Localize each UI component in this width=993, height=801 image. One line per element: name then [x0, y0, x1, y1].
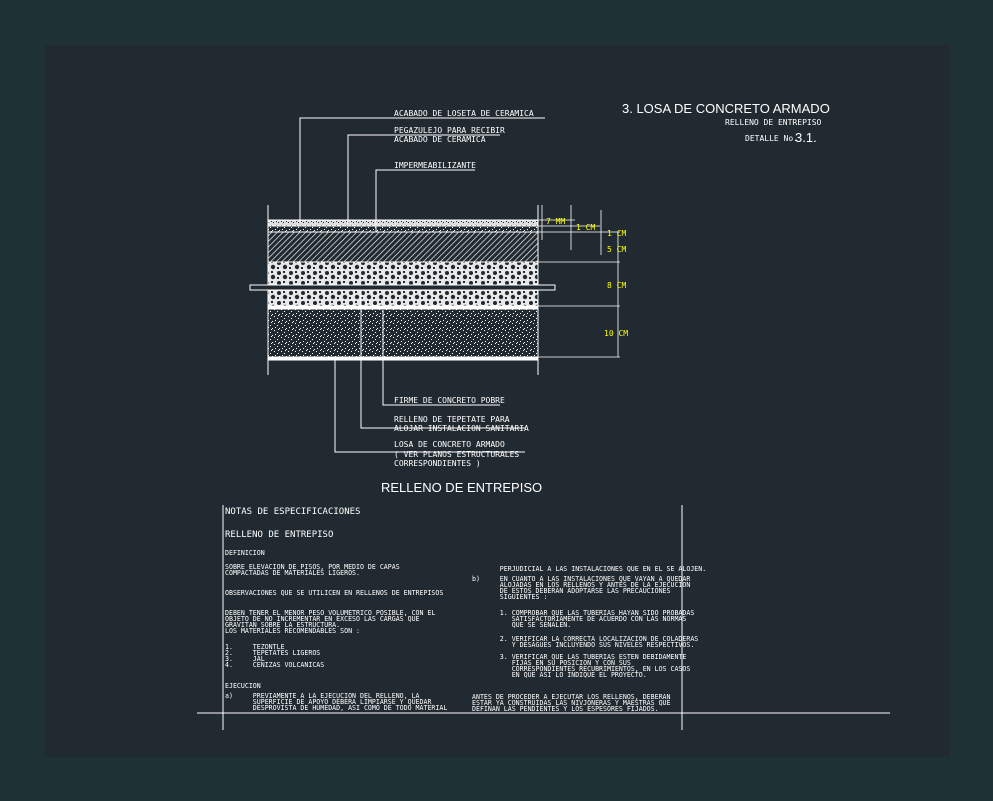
note-line: EN QUE ASI LO INDIQUE EL PROYECTO. — [472, 671, 647, 679]
note-line: GRAVITAN SOBRE LA ESTRUCTURA. — [225, 621, 340, 629]
note-line: DE ESTOS DEBERAN ADOPTARSE LAS PRECAUCIO… — [472, 587, 671, 595]
concrete-firm-layer — [267, 231, 539, 263]
drawing-title: RELLENO DE ENTREPISO — [381, 480, 542, 495]
tepetate-fill-layer — [267, 261, 539, 307]
notes-frame — [197, 505, 890, 730]
adhesive-layer — [267, 225, 539, 233]
note-line: a) PREVIAMENTE A LA EJECUCION DEL RELLEN… — [225, 692, 420, 700]
note-line: ANTES DE PROCEDER A EJECUTAR LOS RELLENO… — [472, 693, 671, 701]
note-line: 1. COMPROBAR QUE LAS TUBERIAS HAYAN SIDO… — [472, 609, 694, 617]
dimension-lines — [538, 205, 620, 358]
note-line: QUE SE SEÑALEN. — [472, 620, 571, 629]
notes-heading: NOTAS DE ESPECIFICACIONES — [225, 507, 360, 517]
note-line: 2. VERIFICAR LA CORRECTA LOCALIZACION DE… — [472, 635, 698, 643]
label-slab-1: LOSA DE CONCRETO ARMADO — [394, 440, 505, 449]
detail-label: DETALLE No. — [745, 134, 798, 143]
notes-right-column: PERJUDICIAL A LAS INSTALACIONES QUE EN E… — [472, 565, 706, 713]
label-slab-2: ( VER PLANOS ESTRUCTURALES — [394, 450, 519, 459]
pipe — [249, 284, 556, 291]
note-line: ALOJADAS EN LOS RELLENOS Y ANTES DE LA E… — [472, 581, 690, 589]
label-tepetate-2: ALOJAR INSTALACION SANITARIA — [394, 424, 529, 433]
ceramic-tile-layer — [267, 219, 539, 227]
note-line: ESTAR YA CONSTRUIDAS LAS NIVJONERAS Y MA… — [472, 699, 671, 707]
note-line: SOBRE ELEVACION DE PISOS, POR MEDIO DE C… — [225, 563, 400, 571]
note-line: 3. JAL — [225, 655, 265, 663]
note-line: LOS MATERIALES RECOMENDABLES SON : — [225, 627, 360, 635]
dim-1cm-a: 1 CM — [576, 223, 595, 232]
note-line: PERJUDICIAL A LAS INSTALACIONES QUE EN E… — [472, 565, 706, 573]
label-tepetate-1: RELLENO DE TEPETATE PARA — [394, 415, 510, 424]
note-line: 4. CENIZAS VOLCANICAS — [225, 661, 324, 669]
dim-10cm: 10 CM — [604, 329, 628, 338]
notes-subheading: RELLENO DE ENTREPISO — [225, 530, 333, 540]
note-line: DEBEN TENER EL MENOR PESO VOLUMETRICO PO… — [225, 609, 435, 617]
note-line: Y DESAGUES INCLUYENDO SUS NIVELES RESPEC… — [472, 641, 694, 649]
label-adhesive-2: ACABADO DE CERAMICA — [394, 135, 486, 144]
dim-7mm: 7 MM — [546, 217, 565, 226]
note-line: COMPACTADAS DE MATERIALES LIGEROS. — [225, 569, 360, 577]
detail-number: 3.1. — [795, 130, 817, 145]
note-line: DEFINICION — [225, 549, 265, 557]
note-line: b) EN CUANTO A LAS INSTALACIONES QUE VAY… — [472, 575, 690, 583]
leader-lines — [299, 117, 545, 453]
dim-8cm: 8 CM — [607, 281, 626, 290]
note-line: EJECUCION — [225, 682, 261, 690]
slab-section — [249, 205, 556, 375]
note-line: CORRESPONDIENTES RECUBRIMIENTOS, EN LOS … — [472, 665, 690, 673]
note-line: 3. VERIFICAR QUE LAS TUBERIAS ESTEN DEBI… — [472, 653, 686, 661]
label-adhesive-1: PEGAZULEJO PARA RECIBIR — [394, 126, 505, 135]
note-line: DEFINAN LAS PENDIENTES Y LOS ESPESORES F… — [472, 705, 659, 713]
note-line: 1. TEZONTLE — [225, 643, 285, 651]
title-sub: RELLENO DE ENTREPISO — [725, 118, 822, 127]
note-line: SUPERFICIE DE APOYO DEBERA LIMPIARSE Y Q… — [225, 698, 431, 706]
label-slab-3: CORRESPONDIENTES ) — [394, 459, 481, 468]
note-line: OBSERVACIONES QUE SE UTILICEN EN RELLENO… — [225, 589, 443, 597]
notes-left-column: DEFINICION SOBRE ELEVACION DE PISOS, POR … — [225, 549, 447, 712]
note-line: DESPROVISTA DE HUMEDAD, ASI COMO DE TODO… — [225, 704, 447, 712]
title-main: 3. LOSA DE CONCRETO ARMADO — [622, 101, 830, 116]
note-line: SATISFACTORIAMENTE DE ACUERDO CON LAS NO… — [472, 615, 686, 623]
dim-5cm: 5 CM — [607, 245, 626, 254]
note-line: 2. TEPETATES LIGEROS — [225, 649, 320, 657]
label-waterproofing: IMPERMEABILIZANTE — [394, 161, 476, 170]
reinforced-slab-layer — [267, 308, 539, 358]
dim-1cm-b: 1 CM — [607, 229, 626, 238]
note-line: SIGUIENTES : — [472, 593, 547, 601]
drawing-sheet — [45, 45, 950, 757]
label-concrete-firm: FIRME DE CONCRETO POBRE — [394, 396, 505, 405]
label-ceramic-tile: ACABADO DE LOSETA DE CERAMICA — [394, 109, 534, 118]
note-line: OBJETO DE NO INCREMENTAR EN EXCESO LAS C… — [225, 615, 420, 623]
note-line: FIJAS EN SU POSICION Y CON SUS — [472, 659, 631, 667]
